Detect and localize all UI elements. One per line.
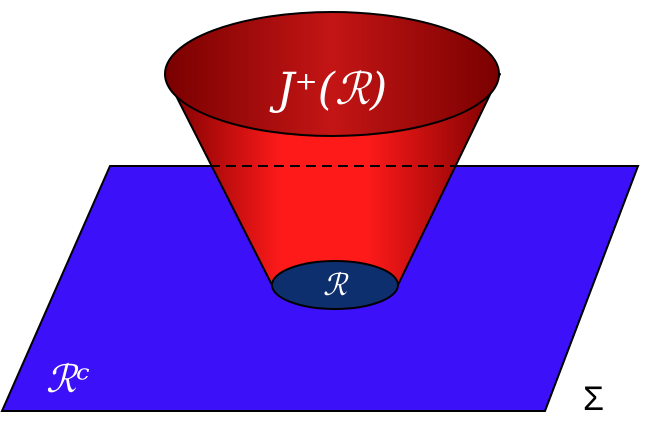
surface-label: Σ	[583, 380, 604, 418]
region-label: ℛ	[323, 268, 349, 303]
future-set-label: J⁺(ℛ)	[269, 64, 387, 115]
region-ellipse	[271, 260, 399, 310]
complement-label: ℛᶜ	[46, 357, 90, 401]
cone-top-ellipse	[164, 11, 500, 137]
